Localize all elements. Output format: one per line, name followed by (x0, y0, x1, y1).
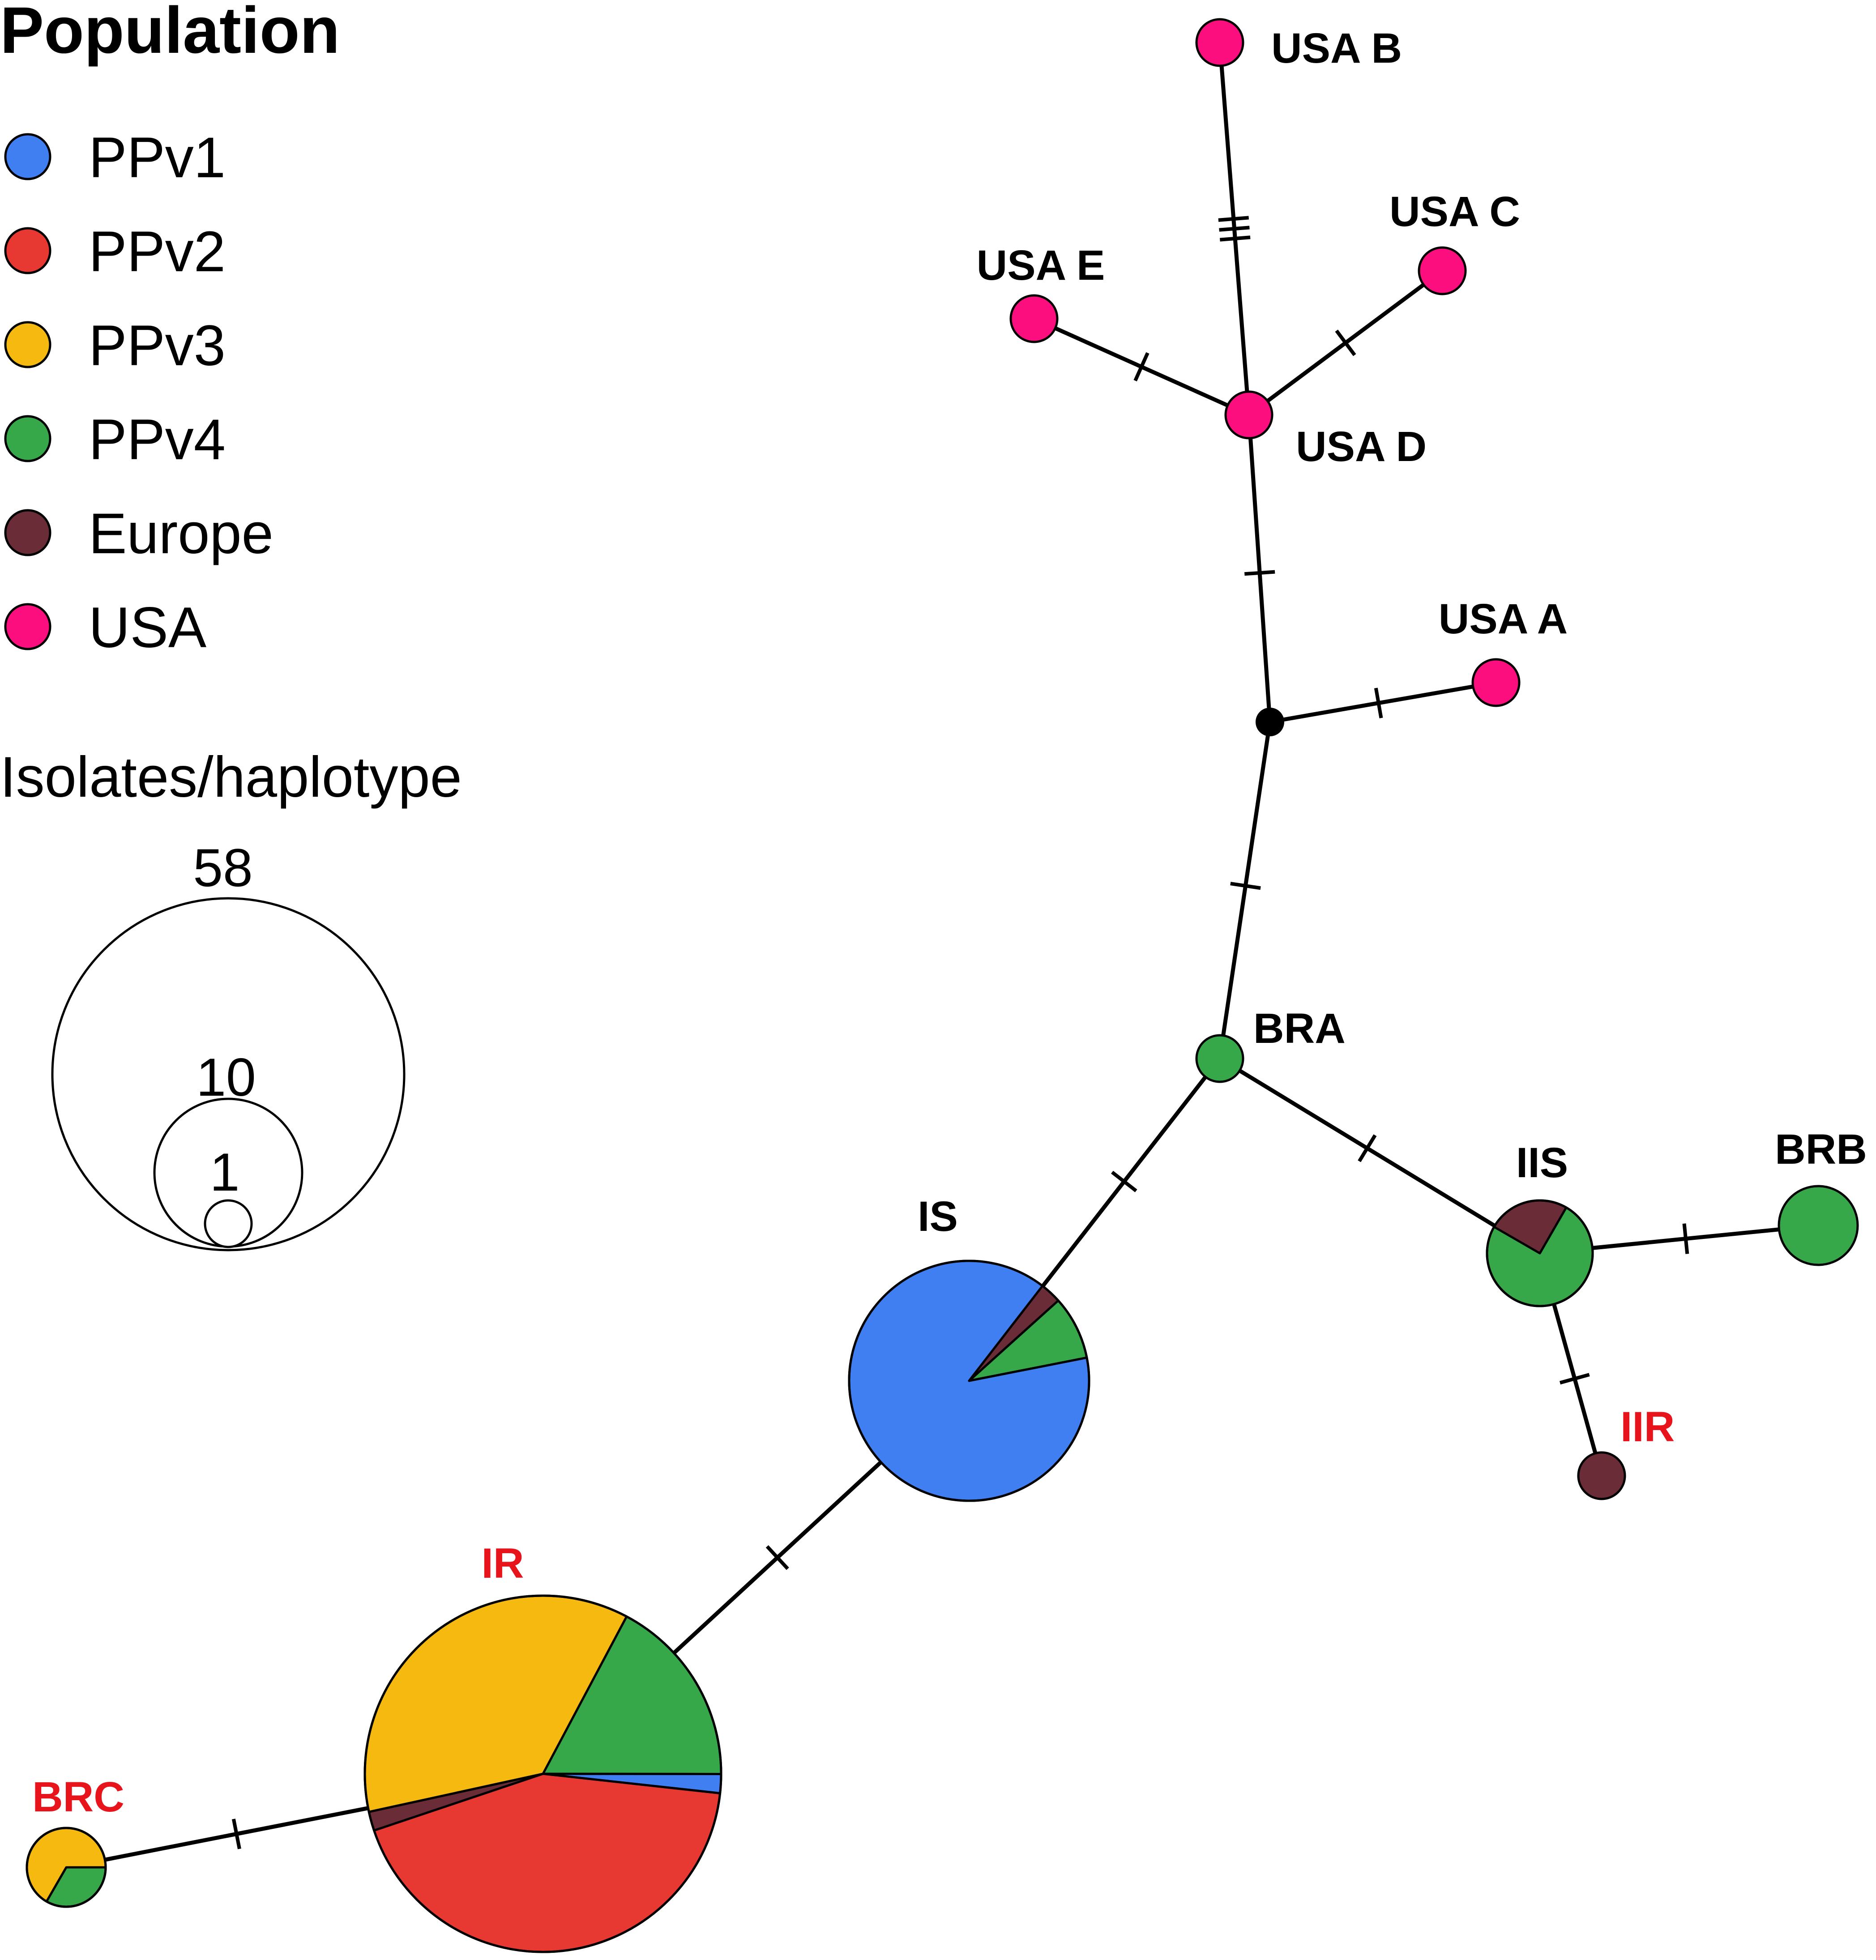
node-label-ir: IR (482, 1540, 524, 1587)
node-label-usa-d: USA D (1296, 423, 1427, 470)
edge-bra-iis (1218, 1056, 1542, 1255)
haplotype-node-median (1256, 708, 1284, 736)
node-outline (26, 1827, 107, 1908)
mutation-tick (1218, 216, 1249, 222)
haplotype-node-brc (26, 1827, 107, 1908)
size-label-58: 58 (193, 838, 252, 898)
legend-swatch-europe (4, 509, 51, 556)
pie-slice-usa (1224, 390, 1273, 440)
node-label-usa-e: USA E (977, 242, 1105, 289)
edge-median-bra (1218, 720, 1272, 1061)
mutation-tick (1682, 1223, 1689, 1254)
edge-usa-d-median (1247, 413, 1272, 724)
legend-swatch-ppv1 (4, 133, 51, 180)
pie-slice-usa (1418, 246, 1467, 295)
haplotype-node-bra (1195, 1034, 1244, 1083)
mutation-tick (1220, 235, 1251, 242)
node-label-brc: BRC (32, 1773, 124, 1821)
haplotype-node-usa-d (1224, 390, 1273, 440)
edge-median-usa-a (1268, 680, 1498, 724)
haplotype-node-usa-a (1471, 658, 1521, 707)
mutation-tick (1133, 352, 1150, 382)
node-label-usa-b: USA B (1271, 25, 1402, 72)
node-outline (848, 1260, 1090, 1502)
node-label-iis: IIS (1516, 1139, 1568, 1187)
haplotype-node-is (848, 1260, 1090, 1502)
network-labels: USA B USA C USA E USA D USA A BRA IS IIS BRB IIR I… (32, 25, 1867, 1821)
size-circle-58 (51, 897, 406, 1251)
size-legend-title: Isolates/haplotype (0, 745, 462, 809)
haplotype-node-usa-e (1009, 294, 1059, 343)
size-label-10: 10 (196, 1047, 256, 1107)
legend-title: Population (0, 0, 340, 67)
legend-label-europe: Europe (89, 502, 273, 566)
pie-slice-europe (1577, 1451, 1626, 1500)
mutation-tick (765, 1545, 789, 1570)
haplotype-node-brb (1778, 1185, 1859, 1266)
mutation-tick (1111, 1170, 1137, 1192)
pie-slice-ppv4 (1778, 1185, 1859, 1266)
legend-label-usa: USA (89, 596, 207, 660)
legend-label-ppv1: PPv1 (89, 126, 226, 190)
legend-swatch-usa (4, 603, 51, 650)
haplotype-node-iis (1486, 1199, 1594, 1307)
haplotype-node-ir (363, 1594, 722, 1953)
node-outline (1486, 1199, 1594, 1307)
pie-slice-usa (1195, 18, 1244, 67)
legend-label-ppv3: PPv3 (89, 314, 226, 378)
size-legend: Isolates/haplotype 58 10 1 (0, 745, 462, 1251)
node-label-iir: IIR (1620, 1403, 1675, 1451)
mutation-tick (1230, 882, 1261, 890)
network-nodes (26, 18, 1859, 1953)
size-circle-1 (204, 1199, 253, 1248)
mutation-tick (1244, 570, 1275, 576)
node-label-is: IS (918, 1193, 958, 1240)
node-outline (363, 1594, 722, 1953)
node-label-usa-a: USA A (1439, 595, 1568, 643)
legend-label-ppv2: PPv2 (89, 220, 226, 284)
mutation-tick (1219, 226, 1250, 232)
mutation-tick (1374, 687, 1383, 718)
legend-label-ppv4: PPv4 (89, 408, 226, 472)
haplotype-node-usa-c (1418, 246, 1467, 295)
haplotype-node-iir (1577, 1451, 1626, 1500)
mutation-tick (1559, 1373, 1590, 1385)
mutation-tick (231, 1819, 241, 1849)
pie-slice-usa (1471, 658, 1521, 707)
legend-swatch-ppv2 (4, 227, 51, 274)
node-label-brb: BRB (1775, 1126, 1867, 1173)
node-label-bra: BRA (1253, 1005, 1346, 1052)
legend-swatch-ppv4 (4, 415, 51, 462)
size-label-1: 1 (210, 1142, 240, 1202)
median-vector-node (1256, 708, 1284, 736)
mutation-tick (1335, 329, 1356, 356)
mutation-tick (1358, 1134, 1377, 1162)
pie-slice-ppv4 (1195, 1034, 1244, 1083)
node-label-usa-c: USA C (1389, 188, 1520, 235)
pie-slice-usa (1009, 294, 1059, 343)
haplotype-node-usa-b (1195, 18, 1244, 67)
legend-swatch-ppv3 (4, 321, 51, 368)
